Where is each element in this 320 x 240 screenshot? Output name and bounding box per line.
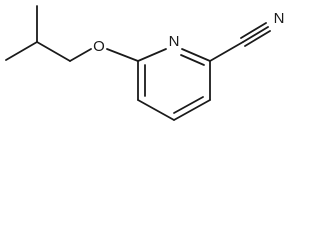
bond-ring-n1-c2-outer [181, 48, 211, 62]
bond-o-ring-c6 [106, 48, 139, 62]
bond-ch-ch2 [36, 41, 71, 62]
bond-ring-c2-nitrile-c [209, 41, 244, 62]
bond-ch3-left-ch [5, 41, 38, 61]
bond-ring-n1-c2-inner [180, 54, 205, 66]
bond-ch2-o [69, 48, 92, 62]
ring-nitrogen-atom-label: N [169, 33, 180, 50]
bond-ring-c6-n1 [137, 48, 167, 62]
oxygen-atom-label: O [93, 38, 105, 55]
bond-nitrile-triple-a [240, 22, 267, 39]
chemical-structure-diagram: O N N [5, 5, 285, 121]
bond-nitrile-triple-b [242, 26, 269, 43]
bond-nitrile-triple-c [244, 30, 271, 47]
bond-ring-c3-c4-outer [173, 99, 211, 121]
bond-ring-c4-c5 [137, 99, 175, 121]
nitrile-nitrogen-atom-label: N [274, 10, 285, 27]
bond-ring-c3-c4-inner [173, 96, 204, 114]
